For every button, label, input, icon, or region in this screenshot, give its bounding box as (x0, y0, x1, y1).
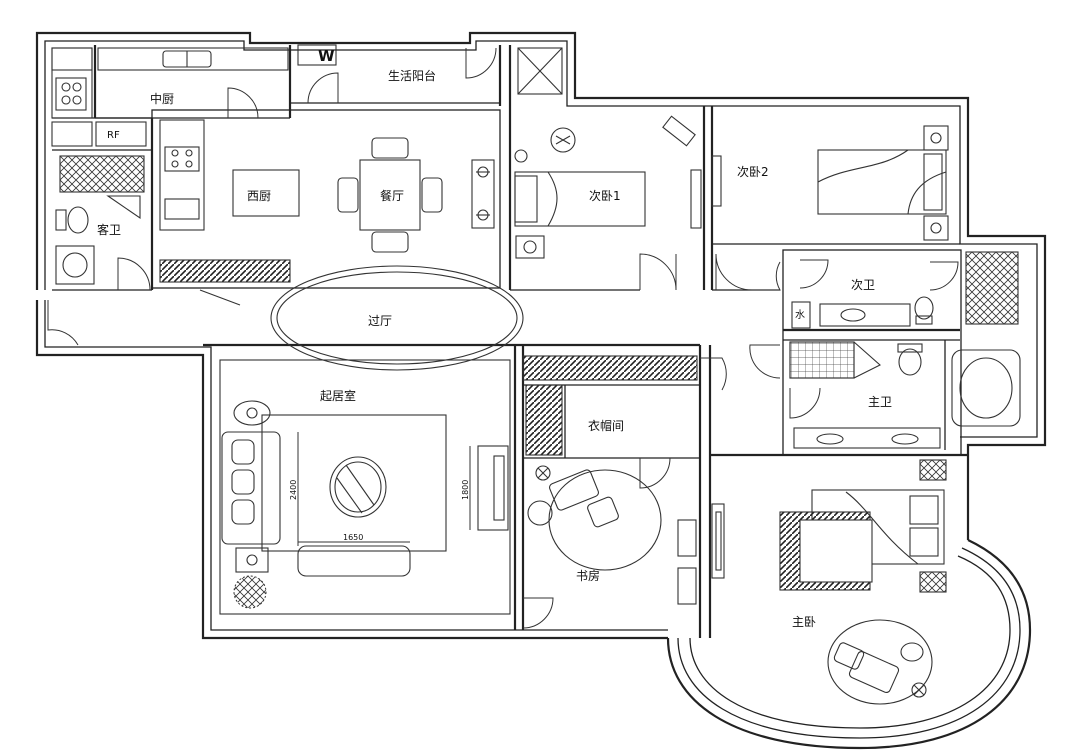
dim-living-width: 1650 (343, 533, 363, 542)
label-yimaojian: 衣帽间 (588, 418, 624, 433)
plant (233, 575, 267, 609)
hall-oval (270, 265, 524, 371)
second-vanity (819, 303, 911, 327)
label-ciwo1: 次卧1 (589, 189, 621, 203)
dim-living-depth: 2400 (289, 480, 298, 500)
label-zhuwo: 主卧 (792, 615, 816, 629)
second-bath-fixtures: 水 (791, 251, 1019, 329)
master-vanity (793, 427, 941, 449)
guest-basin (55, 245, 95, 285)
balcony-fixtures: W (297, 44, 563, 95)
kitchen-fixtures: RF (51, 47, 289, 147)
reading-rug (827, 619, 933, 705)
closet-study-fixtures (522, 355, 725, 605)
study-chair (549, 469, 599, 511)
sofa (221, 431, 281, 545)
fridge-label: RF (107, 130, 120, 141)
study-rug (548, 469, 662, 571)
bedroom1-fixtures (514, 115, 702, 259)
master-toilet (898, 348, 922, 376)
living-rug (261, 414, 447, 552)
guest-bath-fixtures (55, 155, 145, 285)
label-yangtai: 生活阳台 (388, 68, 436, 83)
label-kewei: 客卫 (97, 222, 121, 237)
label-zhongchu: 中厨 (150, 91, 174, 106)
guest-shower (59, 155, 145, 193)
master-bath-fixtures (789, 341, 1021, 593)
washer-label: W (318, 47, 335, 65)
tv-cabinet (477, 445, 509, 531)
dining-table (359, 159, 421, 231)
master-bedroom-fixtures (779, 489, 945, 705)
bedroom2-fixtures (711, 125, 949, 241)
fridge-box (95, 121, 147, 147)
balcony-storage (517, 47, 563, 95)
label-qijushi: 起居室 (320, 388, 356, 403)
living-fixtures: 2400 1650 1800 (219, 359, 511, 615)
label-zhuwei: 主卫 (868, 395, 892, 409)
label-ciwei: 次卫 (851, 278, 875, 292)
label-xichu: 西厨 (247, 189, 271, 203)
outer-walls (35, 31, 1047, 750)
gas-stove (55, 77, 87, 111)
water-heater-label: 水 (795, 309, 805, 321)
bed-1 (514, 171, 646, 227)
label-ciwo2: 次卧2 (737, 165, 769, 179)
bathtub (951, 349, 1021, 427)
dim-tv-wall: 1800 (461, 480, 470, 500)
label-shufang: 书房 (576, 568, 600, 583)
bed-2 (817, 149, 947, 215)
label-guoting: 过厅 (368, 314, 392, 328)
doors (47, 47, 959, 629)
west-kitchen-fixtures (159, 119, 495, 283)
guest-toilet (67, 206, 89, 234)
coffee-table (329, 456, 387, 518)
kitchen-island (232, 169, 300, 217)
reading-chair (848, 650, 900, 694)
label-canting: 餐厅 (380, 188, 404, 203)
room-labels: 中厨 生活阳台 西厨 餐厅 次卧1 次卧2 客卫 过厅 次卫 起居室 衣帽间 主… (97, 68, 892, 629)
corridor (199, 265, 524, 371)
washer (297, 44, 337, 66)
lounge-chair (297, 545, 411, 577)
